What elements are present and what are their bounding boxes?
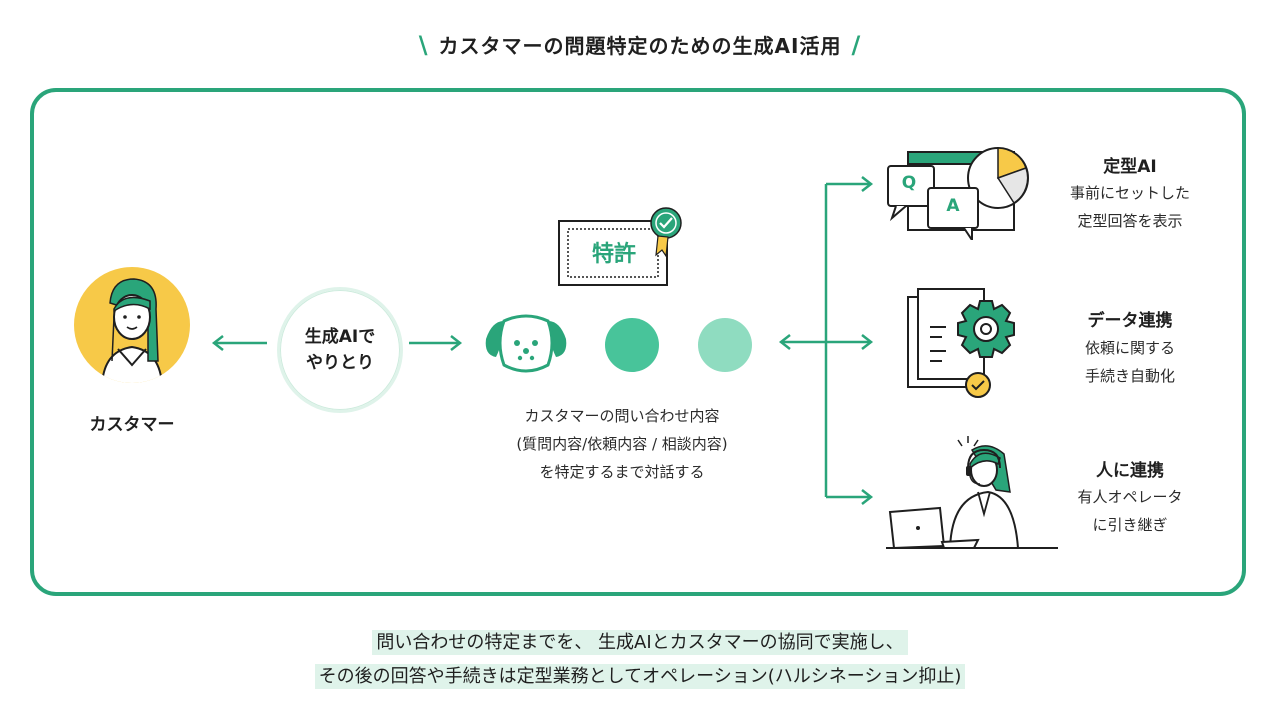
patent-certificate-icon <box>558 207 682 286</box>
operator-icon <box>886 436 1058 550</box>
title-text: カスタマーの問題特定のための生成AI活用 <box>438 34 842 58</box>
arrow-to-customer <box>211 335 267 351</box>
footer-line-2-wrap: その後の回答や手続きは定型業務としてオペレーション(ハルシネーション抑止) <box>0 660 1280 694</box>
option-data-desc-2: 手続き自動化 <box>1084 367 1175 385</box>
option-data-desc-1: 依頼に関する <box>1084 339 1175 357</box>
option-teikei-title: 定型AI <box>1103 157 1157 177</box>
option-teikei-desc-1: 事前にセットした <box>1069 184 1190 202</box>
dialog-line-3: を特定するまで対話する <box>539 463 705 481</box>
bubble-line-2: やりとり <box>306 353 374 373</box>
main-frame <box>30 88 1246 596</box>
ai-dog-icon <box>485 314 567 373</box>
dialog-line-2: (質問内容/依頼内容 / 相談内容) <box>516 435 728 453</box>
q-letter: Q <box>901 173 917 193</box>
diagram-title: \ カスタマーの問題特定のための生成AI活用 / <box>0 30 1280 59</box>
title-right-slash: / <box>851 31 862 59</box>
customer-label: カスタマー <box>89 415 175 435</box>
option-teikei-desc-2: 定型回答を表示 <box>1077 212 1183 230</box>
a-letter: A <box>946 196 960 216</box>
branch-connector <box>778 176 874 505</box>
progress-dot-mid <box>605 318 659 372</box>
genai-bubble: 生成AIで やりとり <box>277 287 403 413</box>
qa-chart-icon <box>887 147 1029 240</box>
option-human-desc-1: 有人オペレータ <box>1077 488 1183 506</box>
progress-dot-light <box>698 318 752 372</box>
option-human-title: 人に連携 <box>1096 461 1164 481</box>
patent-label: 特許 <box>591 242 636 267</box>
arrow-to-dialog <box>409 335 463 351</box>
option-human-desc-2: に引き継ぎ <box>1092 516 1168 534</box>
option-human-desc: 有人オペレータ に引き継ぎ <box>1030 483 1230 539</box>
option-teikei-desc: 事前にセットした 定型回答を表示 <box>1030 179 1230 235</box>
customer-avatar-icon <box>74 267 190 383</box>
dialog-description: カスタマーの問い合わせ内容 (質問内容/依頼内容 / 相談内容) を特定するまで… <box>452 402 792 486</box>
footer-line-1-wrap: 問い合わせの特定までを、 生成AIとカスタマーの協同で実施し、 <box>0 626 1280 660</box>
option-data-desc: 依頼に関する 手続き自動化 <box>1030 334 1230 390</box>
title-left-slash: \ <box>418 31 429 59</box>
footer-line-2: その後の回答や手続きは定型業務としてオペレーション(ハルシネーション抑止) <box>314 664 966 689</box>
footer-line-1: 問い合わせの特定までを、 生成AIとカスタマーの協同で実施し、 <box>372 630 908 655</box>
dialog-line-1: カスタマーの問い合わせ内容 <box>524 407 720 425</box>
document-gear-icon <box>907 288 1015 398</box>
bubble-line-1: 生成AIで <box>304 327 376 347</box>
option-data-title: データ連携 <box>1087 311 1173 331</box>
